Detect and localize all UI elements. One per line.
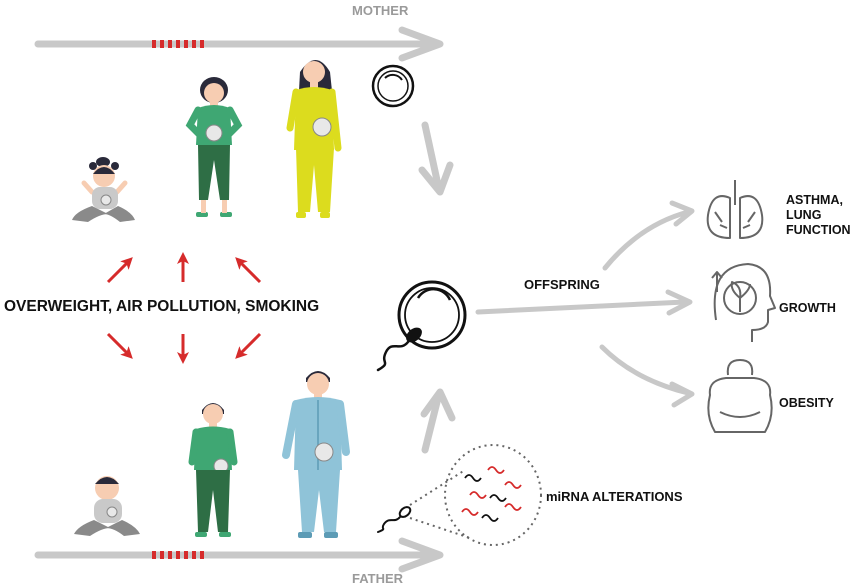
exposure-arrows — [106, 252, 262, 364]
mother-figure — [286, 60, 342, 218]
outcome-arrows — [475, 200, 695, 408]
mother-timeline-arrow — [34, 26, 444, 62]
outcome-obesity-label: OBESITY — [779, 396, 834, 410]
father-label: FATHER — [352, 571, 404, 586]
girl-figure — [185, 77, 243, 217]
boy-figure — [188, 403, 238, 537]
outcome-asthma-label: ASTHMA, LUNG FUNCTION — [786, 193, 850, 237]
flow-arrow-mother-to-offspring — [421, 121, 442, 189]
offspring-label: OFFSPRING — [524, 277, 600, 292]
father-timeline-arrow — [34, 537, 444, 573]
egg-cell-icon — [371, 64, 415, 108]
toddler-boy-figure — [74, 476, 140, 536]
mirna-callout — [409, 444, 542, 546]
outcome-growth-label: GROWTH — [779, 301, 836, 315]
small-sperm-icon — [377, 506, 412, 533]
fertilized-egg-icon — [397, 280, 467, 350]
father-timeline-red-marks — [152, 551, 204, 559]
head-growth-icon — [711, 263, 776, 342]
mirna-strands-icon — [461, 466, 522, 522]
mirna-label: miRNA ALTERATIONS — [546, 489, 683, 504]
flow-arrow-father-to-offspring — [421, 394, 442, 454]
mother-label: MOTHER — [352, 3, 409, 18]
lungs-icon — [706, 180, 764, 239]
sperm-icon — [376, 327, 422, 372]
obese-torso-icon — [707, 359, 773, 433]
father-figure — [282, 371, 350, 538]
toddler-girl-figure — [72, 157, 135, 222]
mother-timeline-red-marks — [152, 40, 204, 48]
exposures-label: OVERWEIGHT, AIR POLLUTION, SMOKING — [4, 298, 320, 315]
